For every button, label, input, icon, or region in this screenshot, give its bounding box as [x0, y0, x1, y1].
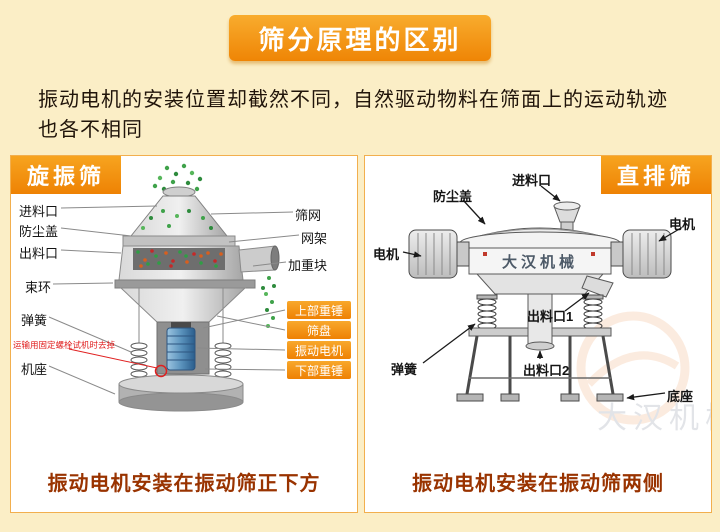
left-motor — [408, 229, 470, 279]
machine-body — [114, 186, 280, 412]
stand-legs — [465, 335, 615, 395]
direct-screen-diagram: 大汉机械 大汉机械 — [402, 185, 711, 435]
intro-line-1: 振动电机的安装位置却截然不同，自然驱动物料在筛面上的运动轨迹 — [38, 89, 668, 111]
outlet-1-spout — [581, 275, 614, 298]
label-feed-inlet: 进料口 — [19, 204, 59, 219]
intro-text: 振动电机的安装位置却截然不同，自然驱动物料在筛面上的运动轨迹 也各不相同 — [38, 85, 668, 145]
brand-text-on-drum: 大汉机械 — [502, 253, 578, 271]
direct-screen-tag: 直排筛 — [600, 156, 711, 194]
label-motor-right: 电机 — [669, 217, 696, 232]
springs — [130, 288, 232, 378]
label-clamp-ring: 束环 — [25, 280, 52, 295]
discharge-spout — [238, 245, 276, 273]
label-weight-block: 加重块 — [288, 258, 328, 273]
right-motor — [610, 229, 672, 279]
watermark-text: 大汉机械 — [597, 402, 711, 435]
transport-bolt-marker — [154, 364, 168, 378]
rotary-screen-panel: 旋振筛 — [10, 155, 358, 513]
rotary-screen-caption: 振动电机安装在振动筛正下方 — [47, 473, 321, 495]
label-spring: 弹簧 — [21, 313, 48, 328]
material-on-cone — [141, 209, 213, 230]
rotary-screen-tag: 旋振筛 — [11, 156, 122, 194]
label-spring: 弹簧 — [391, 362, 418, 377]
label-mesh-frame: 网架 — [301, 231, 328, 246]
label-dust-cover: 防尘盖 — [19, 224, 59, 239]
label-feed-inlet: 进料口 — [512, 173, 552, 188]
label-base: 机座 — [21, 362, 48, 377]
direct-screen-panel: 直排筛 大汉机械 — [364, 155, 712, 513]
page-title: 筛分原理的区别 — [229, 15, 491, 61]
outlet-2-tube — [527, 293, 553, 347]
label-arrows — [402, 185, 682, 401]
machine-body: 大汉机械 — [408, 201, 672, 402]
label-motor-left: 电机 — [373, 247, 400, 262]
base-feet — [456, 393, 624, 402]
direct-screen-caption: 振动电机安装在振动筛两侧 — [412, 473, 664, 495]
label-discharge-outlet: 出料口 — [19, 246, 59, 261]
label-base: 底座 — [667, 389, 694, 404]
label-warning-note: 运输用固定螺栓试机时去掉 — [13, 340, 116, 350]
rotary-screen-diagram — [48, 163, 300, 412]
warning-leader-line — [68, 348, 158, 369]
vibration-motor-body — [166, 327, 196, 371]
brand-watermark: 大汉机械 — [576, 311, 711, 435]
label-sieve-plate: 筛盘 — [287, 321, 351, 339]
label-outlet-1: 出料口1 — [527, 309, 574, 324]
label-dust-cover: 防尘盖 — [433, 189, 473, 204]
material-out-of-spout — [261, 276, 276, 328]
label-screen-mesh: 筛网 — [295, 208, 322, 223]
leader-lines — [48, 205, 300, 395]
label-lower-hammer: 下部重锤 — [287, 361, 351, 379]
label-upper-hammer: 上部重锤 — [287, 301, 351, 319]
label-vibration-motor: 振动电机 — [287, 341, 351, 359]
material-particles — [136, 249, 223, 268]
label-outlet-2: 出料口2 — [523, 363, 570, 378]
intro-line-2: 也各不相同 — [38, 119, 143, 141]
clamp-ring — [114, 279, 256, 289]
